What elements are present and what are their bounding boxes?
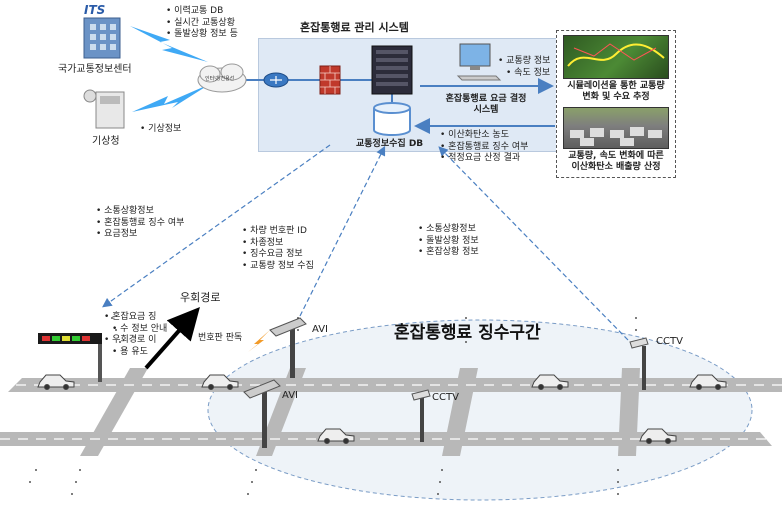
internet-label: 인터넷/전용선 xyxy=(205,76,235,82)
weather-link-lightning xyxy=(132,84,210,112)
car-icons xyxy=(37,374,727,444)
pc-icon xyxy=(456,43,502,81)
center-link-lightning xyxy=(130,26,208,62)
avi-camera-2 xyxy=(243,379,281,448)
database-icon xyxy=(373,102,411,136)
collection-zone-ellipse xyxy=(207,319,753,501)
cctv-camera-1 xyxy=(411,389,431,442)
center-info-list: 이력교통 DB실시간 교통상황돌발상황 정보 등 xyxy=(166,6,238,41)
traffic-center-label: 국가교통정보센터 xyxy=(58,64,132,75)
server-icon xyxy=(371,45,413,95)
detour-label: 우회경로 xyxy=(180,291,221,304)
output-flow-list: 교통량 정보속도 정보 xyxy=(498,56,550,79)
plate-reading-lightning xyxy=(248,330,270,352)
svg-text:ITS: ITS xyxy=(84,3,105,17)
firewall-icon xyxy=(319,65,341,95)
input-flow-list: 이산화탄소 농도혼잡통행료 징수 여부적정요금 산정 결과 xyxy=(440,130,528,165)
router-icon xyxy=(263,72,289,88)
center-flow-list: 차량 번호판 ID차종정보징수요금 정보교통량 정보 수집 xyxy=(242,226,314,272)
right-flow-list: 소통상황정보돌발상황 정보혼잡상황 정보 xyxy=(418,224,479,259)
its-logo: ITS xyxy=(84,3,105,17)
detour-arrow xyxy=(144,307,200,370)
traffic-map-image xyxy=(563,35,669,79)
db-label: 교통정보수집 DB xyxy=(356,139,424,149)
internet-cloud-icon xyxy=(197,63,247,93)
zone-title: 혼잡통행료 징수구간 xyxy=(394,323,541,343)
avi-label-2: AVI xyxy=(282,390,298,401)
vms-sign xyxy=(38,333,102,382)
avi-label-1: AVI xyxy=(312,324,328,335)
avi-camera-1 xyxy=(269,317,307,378)
weather-station-icon xyxy=(83,89,125,129)
system-title: 혼잡통행료 관리 시스템 xyxy=(300,21,409,34)
traffic-jam-photo xyxy=(563,107,669,149)
cctv-label-2: CCTV xyxy=(656,336,683,347)
comm-arrows xyxy=(102,144,629,341)
cctv-label-1: CCTV xyxy=(432,392,459,403)
left-flow-list: 소통상황정보혼잡통행료 징수 여부요금정보 xyxy=(96,206,184,241)
weather-agency-label: 기상청 xyxy=(92,136,120,147)
cctv-camera-2 xyxy=(629,337,649,390)
traffic-center-building-icon xyxy=(83,17,121,59)
vms-info-list: 혼잡요금 징수 정보 안내우회경로 이용 유도 xyxy=(104,312,167,358)
weather-info-list: 기상정보 xyxy=(140,124,181,136)
plate-reading-label: 번호판 판독 xyxy=(198,333,243,343)
